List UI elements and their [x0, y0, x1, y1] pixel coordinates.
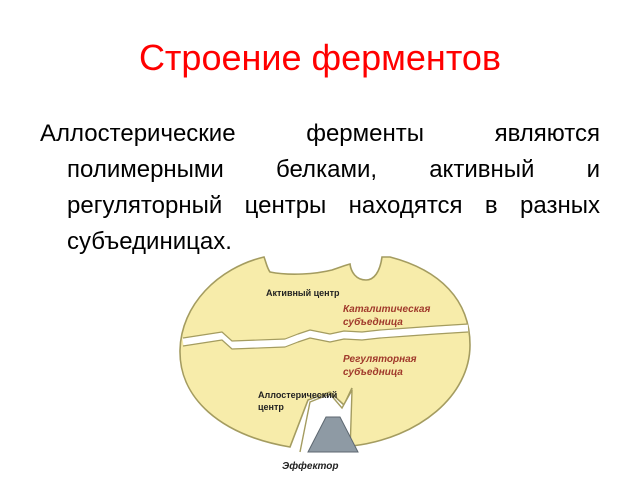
subunit-boundary [182, 324, 469, 349]
catalytic-subunit-label-1: Каталитическая [343, 304, 430, 315]
subunit-boundary-upper-edge [182, 323, 469, 342]
enzyme-body [179, 256, 471, 448]
allosteric-center-label-2: центр [258, 402, 284, 412]
active-center-label: Активный центр [266, 288, 340, 298]
subunit-boundary-lower-edge [182, 331, 469, 350]
regulatory-subunit-label-2: субъедница [343, 366, 403, 378]
slide-body-text: Аллостерические ферменты являются полиме… [40, 120, 600, 255]
allosteric-site-edge [299, 389, 353, 453]
effector-shape [307, 416, 359, 453]
catalytic-subunit-label-2: субъедница [343, 316, 403, 328]
allosteric-center-label-1: Аллостерический [258, 390, 337, 400]
slide-title: Строение ферментов [138, 37, 502, 78]
allosteric-site [300, 390, 352, 452]
regulatory-subunit-label-1: Регуляторная [343, 354, 417, 365]
effector-label: Эффектор [282, 460, 339, 472]
